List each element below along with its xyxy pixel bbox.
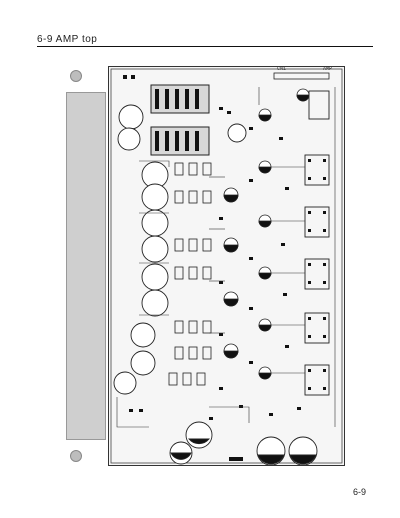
- pcb-board: CN1 AMP: [108, 66, 345, 466]
- pcb-layout-drawing: [110, 68, 343, 465]
- header-divider: [37, 46, 373, 47]
- page-number: 6-9: [352, 487, 366, 497]
- board-edge-strip: [66, 92, 106, 440]
- mounting-hole-top: [70, 70, 82, 82]
- connector-label: CN1: [277, 66, 287, 72]
- page-title: 6-9 AMP top: [37, 34, 98, 45]
- mounting-hole-bottom: [70, 450, 82, 462]
- board-corner-label: AMP: [323, 66, 333, 72]
